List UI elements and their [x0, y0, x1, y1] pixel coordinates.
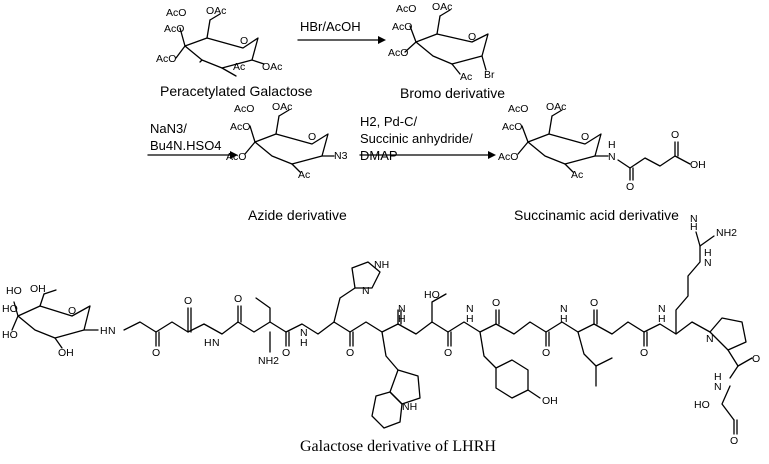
svg-text:H: H	[100, 325, 108, 337]
svg-text:Ac: Ac	[571, 169, 583, 181]
reagent-step3-line3: DMAP	[360, 148, 398, 163]
svg-text:AcO: AcO	[498, 151, 518, 163]
svg-text:H: H	[300, 337, 308, 349]
svg-text:AcO: AcO	[156, 53, 176, 65]
svg-text:O: O	[346, 347, 354, 359]
svg-text:OH: OH	[542, 395, 558, 407]
svg-text:O: O	[590, 297, 598, 309]
svg-text:OH: OH	[58, 347, 74, 359]
svg-text:Ac: Ac	[233, 61, 245, 73]
svg-text:Ac: Ac	[460, 71, 472, 83]
azide-derivative-structure	[244, 109, 335, 173]
svg-text:OH: OH	[30, 283, 46, 295]
svg-text:O: O	[468, 31, 476, 43]
svg-text:H: H	[608, 139, 616, 151]
svg-text:N3: N3	[334, 150, 348, 162]
reagent-step2-line2: Bu4N.HSO4	[150, 138, 222, 153]
svg-text:N: N	[300, 327, 308, 339]
svg-text:N: N	[212, 337, 220, 349]
svg-text:N: N	[690, 213, 698, 225]
svg-text:OAc: OAc	[546, 101, 566, 113]
svg-text:O: O	[730, 435, 738, 447]
svg-text:N: N	[108, 325, 116, 337]
svg-text:NH2: NH2	[716, 227, 737, 239]
reagent-hbr-acoh: HBr/AcOH	[300, 19, 361, 34]
svg-text:N: N	[658, 303, 666, 315]
svg-text:AcO: AcO	[396, 3, 416, 15]
svg-text:AcO: AcO	[508, 103, 528, 115]
svg-text:AcO: AcO	[388, 47, 408, 59]
svg-text:N: N	[560, 303, 568, 315]
svg-text:HO: HO	[694, 399, 710, 411]
svg-text:O: O	[68, 305, 76, 317]
svg-text:O: O	[640, 347, 648, 359]
svg-text:O: O	[581, 131, 589, 143]
caption-succinamic-acid-derivative: Succinamic acid derivative	[514, 207, 679, 223]
svg-text:N: N	[714, 381, 722, 393]
atom-labels: AcO OAc AcO AcO Ac O OAc AcO OAc AcO AcO…	[2, 1, 760, 447]
svg-text:O: O	[184, 295, 192, 307]
svg-text:O: O	[308, 131, 316, 143]
svg-text:AcO: AcO	[226, 151, 246, 163]
reagent-step2: NaN3/ Bu4N.HSO4	[150, 120, 222, 154]
svg-text:H: H	[466, 313, 474, 325]
reagent-step3-line1: H2, Pd-C/	[360, 114, 418, 129]
svg-text:O: O	[671, 129, 679, 141]
peracetylated-galactose-structure	[175, 13, 265, 77]
svg-text:AcO: AcO	[166, 7, 186, 19]
svg-text:O: O	[626, 181, 634, 193]
svg-text:OH: OH	[690, 159, 706, 171]
svg-text:O: O	[240, 35, 248, 47]
svg-text:HO: HO	[2, 303, 18, 315]
svg-text:Br: Br	[484, 69, 495, 81]
svg-text:H: H	[704, 247, 712, 259]
svg-text:O: O	[542, 347, 550, 359]
svg-text:H: H	[560, 313, 568, 325]
svg-text:AcO: AcO	[164, 23, 184, 35]
reagent-step3-line2: Succinic anhydride/	[360, 131, 473, 146]
svg-text:H: H	[714, 371, 722, 383]
svg-text:HO: HO	[2, 329, 18, 341]
svg-text:HO: HO	[424, 289, 440, 301]
svg-text:NH2: NH2	[258, 355, 279, 367]
caption-peracetylated-galactose: Peracetylated Galactose	[160, 83, 313, 99]
svg-text:NH: NH	[402, 401, 417, 413]
lhrh-conjugate-structure	[11, 231, 753, 435]
svg-text:AcO: AcO	[234, 103, 254, 115]
svg-text:NH: NH	[374, 259, 389, 271]
svg-text:AcO: AcO	[392, 21, 412, 33]
reagent-step2-line1: NaN3/	[150, 121, 187, 136]
svg-text:N: N	[704, 257, 712, 269]
svg-text:H: H	[690, 221, 698, 233]
svg-text:H: H	[658, 313, 666, 325]
svg-text:N: N	[608, 151, 616, 163]
bromo-derivative-structure	[404, 9, 489, 75]
svg-text:AcO: AcO	[230, 121, 250, 133]
svg-text:O: O	[282, 347, 290, 359]
svg-text:OAc: OAc	[432, 1, 452, 13]
caption-lhrh-conjugate: Galactose derivative of LHRH	[300, 438, 496, 455]
svg-text:N: N	[398, 303, 406, 315]
svg-text:HO: HO	[6, 285, 22, 297]
caption-bromo-derivative: Bromo derivative	[400, 85, 506, 101]
svg-text:OAc: OAc	[206, 5, 226, 17]
svg-text:OAc: OAc	[272, 101, 292, 113]
svg-text:H: H	[204, 337, 212, 349]
svg-text:O: O	[234, 293, 242, 305]
reagent-step3: H2, Pd-C/ Succinic anhydride/ DMAP	[360, 113, 473, 164]
svg-text:H: H	[398, 313, 406, 325]
svg-text:Ac: Ac	[298, 169, 310, 181]
svg-text:OAc: OAc	[262, 61, 282, 73]
caption-azide-derivative: Azide derivative	[248, 207, 347, 223]
svg-text:N: N	[362, 285, 370, 297]
svg-text:AcO: AcO	[502, 121, 522, 133]
svg-text:O: O	[492, 297, 500, 309]
svg-text:O: O	[152, 347, 160, 359]
svg-text:N: N	[466, 303, 474, 315]
svg-text:N: N	[706, 333, 714, 345]
succinamic-derivative-structure	[517, 109, 691, 181]
svg-text:O: O	[752, 353, 760, 365]
svg-text:O: O	[444, 347, 452, 359]
